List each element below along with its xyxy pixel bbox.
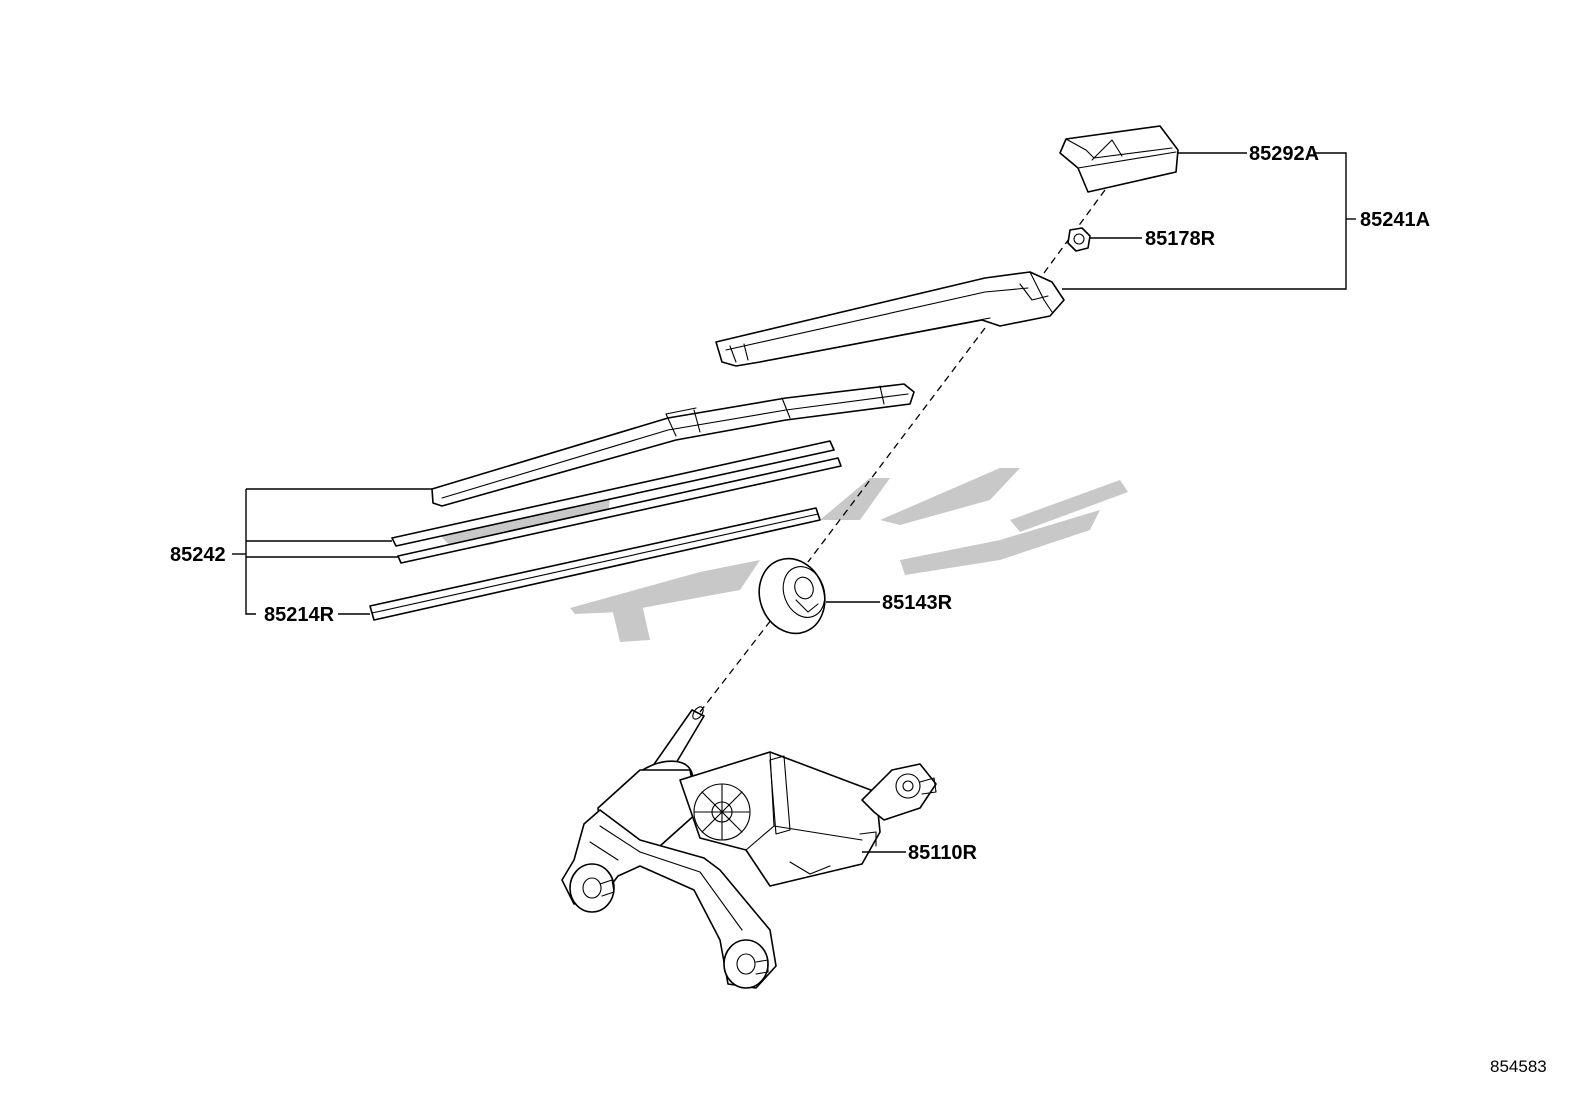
label-85110r[interactable]: 85110R xyxy=(908,842,978,864)
wiper-arm-part xyxy=(715,271,1065,367)
pivot-cap-part xyxy=(758,557,826,635)
label-85143r[interactable]: 85143R xyxy=(882,592,953,614)
label-85292a[interactable]: 85292A xyxy=(1249,143,1319,165)
leader-lines xyxy=(232,152,1356,853)
wiper-motor-part xyxy=(561,706,937,989)
label-85242[interactable]: 85242 xyxy=(170,544,226,566)
assembly-axis xyxy=(699,189,1106,713)
watermark-logo xyxy=(440,468,1128,642)
part-labels: 85292A 85241A 85178R 85242 85214R 85143R… xyxy=(170,143,1547,1076)
nut-part xyxy=(1067,227,1091,252)
figure-reference: 854583 xyxy=(1490,1057,1547,1076)
label-85241a[interactable]: 85241A xyxy=(1360,209,1430,231)
blade-rubber-strips-part xyxy=(391,440,842,564)
wiper-blade-frame-part xyxy=(431,383,915,507)
label-85214r[interactable]: 85214R xyxy=(264,604,335,626)
blade-rubber-part xyxy=(369,507,821,621)
arm-cap-part xyxy=(1059,125,1179,193)
label-85178r[interactable]: 85178R xyxy=(1145,228,1216,250)
